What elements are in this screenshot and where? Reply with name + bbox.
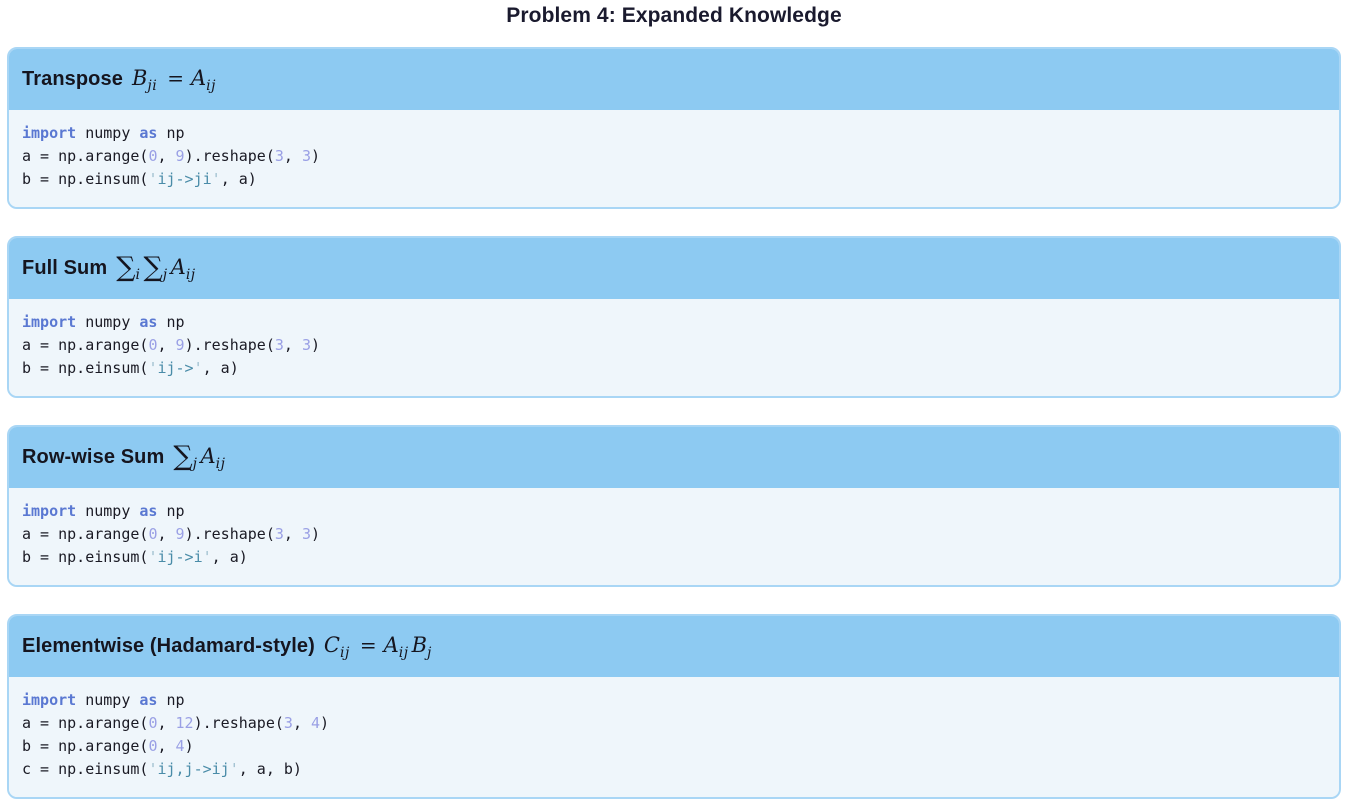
math-token-sub: ij (339, 644, 350, 661)
math-token-var: A (200, 443, 216, 468)
math-token-sum: ∑ (173, 440, 193, 472)
code-block: import numpy as np a = np.arange(0, 12).r… (9, 677, 1339, 797)
math-token-var: B (411, 632, 428, 657)
code-line: a = np.arange(0, 12).reshape(3, 4) (22, 714, 330, 732)
code-line: a = np.arange(0, 9).reshape(3, 3) (22, 336, 321, 354)
card-title: Elementwise (Hadamard-style) (22, 635, 315, 657)
math-token-var: B (131, 65, 148, 90)
math-token-var: A (190, 65, 207, 90)
card-title: Transpose (22, 68, 123, 90)
math-token-rel: = (167, 65, 184, 90)
math-token-sub: i (135, 266, 141, 283)
code-block: import numpy as np a = np.arange(0, 9).re… (9, 110, 1339, 207)
code-line: c = np.einsum('ij,j->ij', a, b) (22, 760, 302, 778)
code-line: import numpy as np (22, 502, 185, 520)
math-token-rel: = (359, 632, 377, 657)
code-line: import numpy as np (22, 124, 185, 142)
code-line: b = np.einsum('ij->ji', a) (22, 170, 257, 188)
card-title: Full Sum (22, 257, 108, 279)
math-token-sub: j (427, 644, 432, 661)
math-formula: Bji =Aij (132, 66, 219, 94)
code-line: b = np.einsum('ij->i', a) (22, 548, 248, 566)
page-title: Problem 4: Expanded Knowledge (506, 4, 842, 27)
math-token-sub: ij (206, 77, 216, 94)
math-token-sub: j (162, 266, 168, 283)
math-token-sum: ∑ (116, 251, 136, 283)
code-line: a = np.arange(0, 9).reshape(3, 3) (22, 147, 321, 165)
math-token-sub: ij (215, 455, 226, 472)
code-block: import numpy as np a = np.arange(0, 9).re… (9, 299, 1339, 396)
code-line: a = np.arange(0, 9).reshape(3, 3) (22, 525, 321, 543)
math-token-sub: j (192, 455, 198, 472)
math-token-sub: ij (398, 644, 409, 661)
math-token-sum: ∑ (143, 251, 163, 283)
math-token-var: A (170, 254, 186, 279)
card-header: Transpose Bji =Aij (9, 49, 1339, 110)
math-token-sub: ij (185, 266, 196, 283)
code-line: b = np.arange(0, 4) (22, 737, 194, 755)
math-token-sub: ji (147, 77, 158, 94)
math-token-var: A (383, 632, 399, 657)
code-line: b = np.einsum('ij->', a) (22, 359, 239, 377)
card-title: Row-wise Sum (22, 446, 165, 468)
card-transpose: Transpose Bji =Aij import numpy as np a = … (7, 47, 1341, 209)
code-line: import numpy as np (22, 691, 185, 709)
math-token-var: C (323, 632, 340, 657)
code-block: import numpy as np a = np.arange(0, 9).re… (9, 488, 1339, 585)
code-line: import numpy as np (22, 313, 185, 331)
